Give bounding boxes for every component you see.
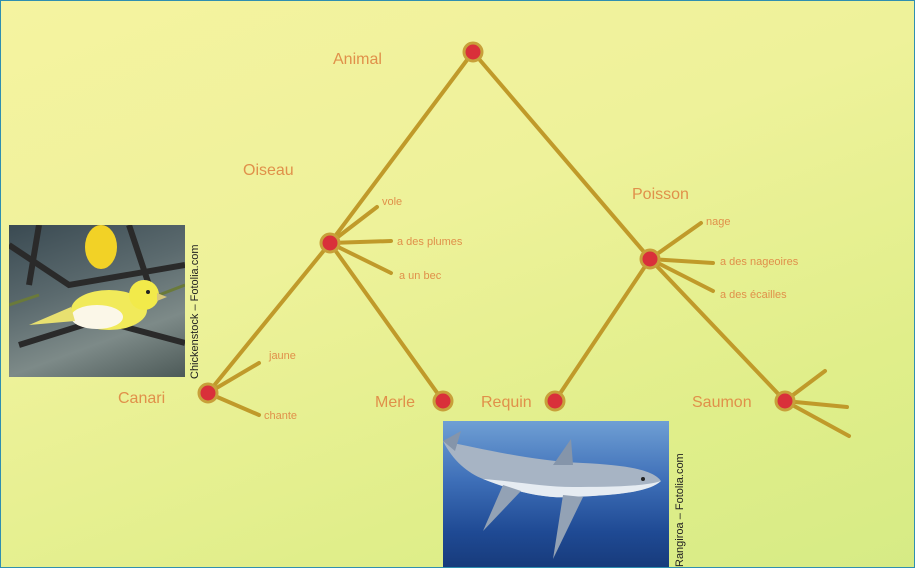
branch-poisson-requin [555,259,650,401]
node-poisson [641,250,659,268]
label-saumon: Saumon [692,394,752,411]
trait-a-des-ecailles: a des écailles [720,289,787,301]
branches [208,52,849,436]
node-canari [199,384,217,402]
label-animal: Animal [333,51,382,68]
node-animal [464,43,482,61]
credit-shark: Rangiroa – Fotolia.com [674,453,686,567]
trait-a-des-nageoires: a des nageoires [720,256,799,268]
branch-animal-poisson [473,52,650,259]
trait-vole: vole [382,196,402,208]
label-requin: Requin [481,394,532,411]
trait-jaune: jaune [268,350,296,362]
branch-poisson-saumon [650,259,785,401]
node-oiseau [321,234,339,252]
label-canari: Canari [118,390,165,407]
branch-oiseau-canari [208,243,330,393]
node-saumon [776,392,794,410]
trait-nage: nage [706,216,730,228]
trait-chante: chante [264,410,297,422]
branch-oiseau-merle [330,243,443,401]
label-merle: Merle [375,394,415,411]
label-oiseau: Oiseau [243,162,294,179]
branch-animal-oiseau [330,52,473,243]
label-poisson: Poisson [632,186,689,203]
node-merle [434,392,452,410]
credit-bird: Chickenstock – Fotolia.com [189,245,201,380]
trait-a-des-plumes: a des plumes [397,236,463,248]
node-requin [546,392,564,410]
trait-a-un-bec: a un bec [399,270,442,282]
